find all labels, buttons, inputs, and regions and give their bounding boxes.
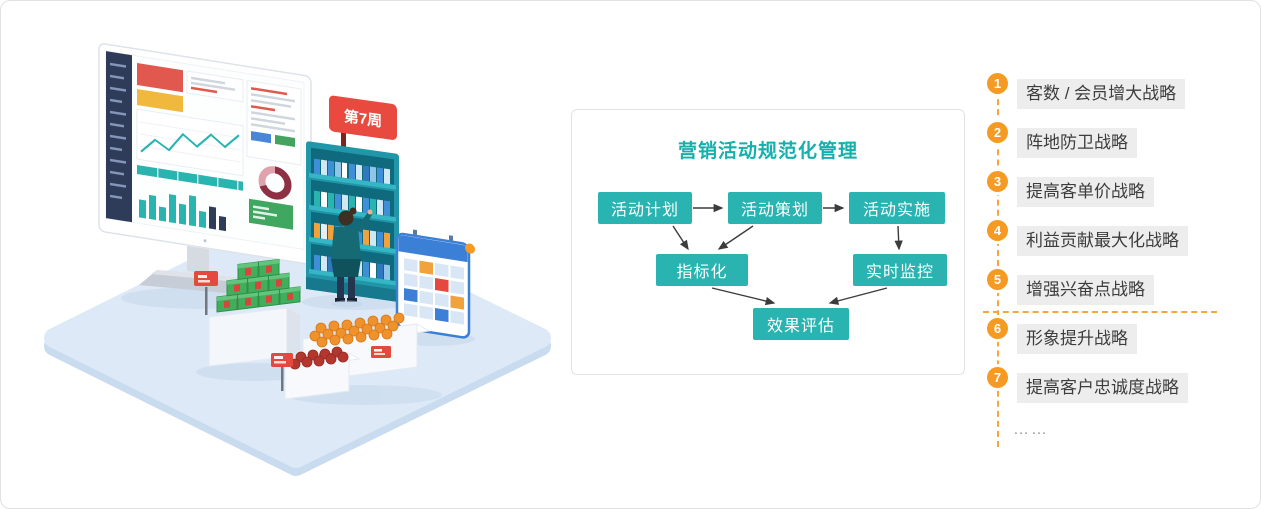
strategy-item-5: 5 增强兴奋点战略 [985, 269, 1154, 305]
flow-node-indicator: 指标化 [656, 254, 748, 286]
flow-node-realtime-monitoring: 实时监控 [853, 254, 947, 286]
strategy-item-6: 6 形象提升战略 [985, 318, 1137, 354]
strategy-number-badge: 2 [987, 122, 1008, 143]
calendar-grid [404, 258, 464, 325]
dashboard-red-panel [137, 63, 183, 93]
red-fruits [289, 346, 349, 370]
strategy-timeline-line [996, 79, 999, 447]
flowchart-title: 营销活动规范化管理 [677, 141, 858, 162]
box-row-middle [226, 272, 290, 297]
strategy-list: 1 客数 / 会员增大战略 2 阵地防卫战略 3 提高客单价战略 4 利益贡献最… [983, 73, 1237, 473]
dashboard-yellow-panel [137, 89, 183, 113]
dashboard-bar-chart [139, 194, 226, 232]
strategy-number-badge: 3 [987, 171, 1008, 192]
strategy-item-7: 7 提高客户忠诚度战略 [985, 367, 1188, 403]
strategy-number-badge: 4 [987, 220, 1008, 241]
shopper-figure [331, 207, 373, 308]
oranges [309, 312, 405, 348]
strategy-number-badge: 1 [987, 73, 1008, 94]
strategy-label: 阵地防卫战略 [1017, 128, 1137, 158]
box-row-bottom [216, 286, 301, 313]
flow-node-effect-evaluation: 效果评估 [753, 308, 849, 340]
dashboard-monitor [98, 43, 312, 265]
strategy-label: 利益贡献最大化战略 [1017, 226, 1188, 256]
dashboard-donut-chart [258, 166, 292, 200]
flow-node-activity-plan: 活动计划 [598, 192, 692, 224]
strategy-ellipsis: …… [1013, 421, 1049, 438]
strategy-item-3: 3 提高客单价战略 [985, 171, 1154, 207]
flowchart-card: 营销活动规范化管理 活动计划 活动策划 活动实施 指标化 实时监控 效果评估 [571, 109, 965, 375]
price-tag [271, 353, 293, 391]
strategy-number-badge: 7 [987, 367, 1008, 388]
strategy-number-badge: 6 [987, 318, 1008, 339]
week-sign: 第7周 [329, 95, 397, 168]
fruit-stand [271, 312, 431, 400]
calendar [395, 229, 475, 339]
strategy-label: 形象提升战略 [1017, 324, 1137, 354]
price-tag [194, 271, 218, 315]
strategy-item-4: 4 利益贡献最大化战略 [985, 220, 1188, 256]
strategy-number-badge: 5 [987, 269, 1008, 290]
flow-node-activity-planning: 活动策划 [728, 192, 822, 224]
strategy-label: 提高客单价战略 [1017, 177, 1154, 207]
strategy-label: 增强兴奋点战略 [1017, 275, 1154, 305]
week-sign-label: 第7周 [344, 107, 382, 130]
flow-node-activity-implementation: 活动实施 [849, 192, 945, 224]
strategy-item-1: 1 客数 / 会员增大战略 [985, 73, 1186, 109]
strategy-section-divider [983, 311, 1217, 313]
green-box-display [194, 258, 302, 367]
strategy-label: 客数 / 会员增大战略 [1017, 79, 1186, 109]
strategy-label: 提高客户忠诚度战略 [1017, 373, 1188, 403]
store-illustration: 第7周 [44, 43, 551, 476]
strategy-item-2: 2 阵地防卫战略 [985, 122, 1137, 158]
box-row-top [237, 258, 280, 280]
